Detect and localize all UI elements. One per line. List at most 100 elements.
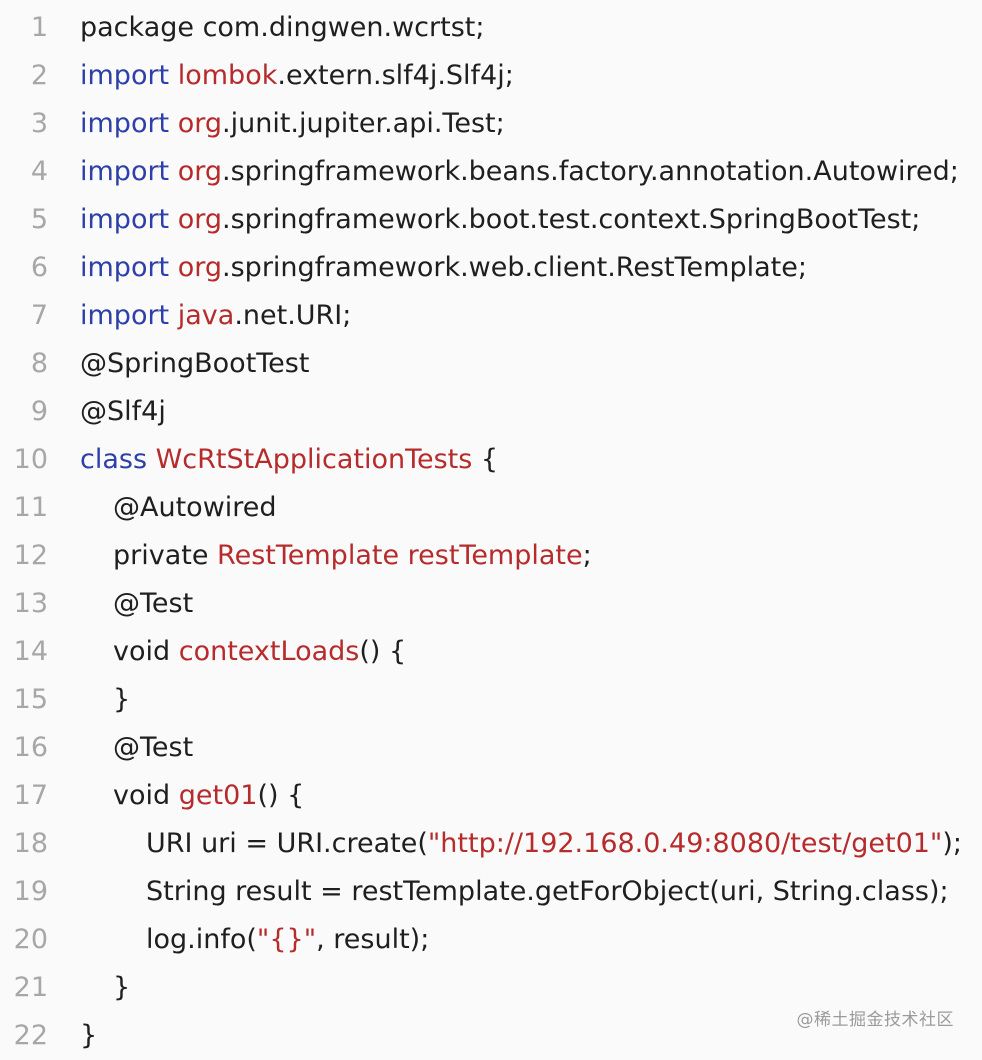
- code-line: 11 @Autowired: [0, 484, 982, 532]
- keyword-token: class: [80, 444, 156, 475]
- identifier-token: org: [177, 252, 223, 283]
- watermark: @稀土掘金技术社区: [796, 1010, 954, 1030]
- code-text: private RestTemplate restTemplate;: [80, 532, 982, 580]
- code-token: @SpringBootTest: [80, 348, 310, 379]
- code-text: URI uri = URI.create("http://192.168.0.4…: [80, 820, 982, 868]
- code-text: }: [80, 964, 982, 1012]
- identifier-token: contextLoads: [178, 636, 360, 667]
- line-number: 20: [13, 924, 48, 955]
- line-number: 16: [13, 732, 48, 763]
- identifier-token: java: [177, 300, 235, 331]
- code-text: @Test: [80, 724, 982, 772]
- line-number: 10: [13, 444, 48, 475]
- code-text: void contextLoads() {: [80, 628, 982, 676]
- code-token: .springframework.boot.test.context.Sprin…: [222, 204, 921, 235]
- identifier-token: get01: [178, 780, 258, 811]
- code-line: 1 package com.dingwen.wcrtst;: [0, 4, 982, 52]
- code-line: 9 @Slf4j: [0, 388, 982, 436]
- code-token: .net.URI;: [234, 300, 352, 331]
- code-token: }: [113, 972, 131, 1003]
- identifier-token: RestTemplate restTemplate: [217, 540, 583, 571]
- code-line: 15}: [0, 676, 982, 724]
- line-number: 15: [13, 684, 48, 715]
- code-token: @Autowired: [113, 492, 277, 523]
- identifier-token: "http://192.168.0.49:8080/test/get01": [427, 828, 943, 859]
- code-line: 21}: [0, 964, 982, 1012]
- code-token: void: [113, 636, 179, 667]
- line-number: 5: [30, 204, 48, 235]
- code-line: 8 @SpringBootTest: [0, 340, 982, 388]
- line-number: 13: [13, 588, 48, 619]
- keyword-token: import: [80, 156, 178, 187]
- code-text: @Test: [80, 580, 982, 628]
- code-line: 20 log.info("{}", result);: [0, 916, 982, 964]
- code-line: 4 import org.springframework.beans.factor…: [0, 148, 982, 196]
- code-text: import org.springframework.web.client.Re…: [80, 244, 982, 292]
- identifier-token: lombok: [177, 60, 278, 91]
- line-number: 19: [13, 876, 48, 907]
- code-token: {: [472, 444, 499, 475]
- identifier-token: WcRtStApplicationTests: [155, 444, 473, 475]
- code-text: @Slf4j: [80, 388, 982, 436]
- code-text: @Autowired: [80, 484, 982, 532]
- code-line: 10 class WcRtStApplicationTests {: [0, 436, 982, 484]
- code-token: URI uri = URI.create(: [146, 828, 428, 859]
- code-token: .extern.slf4j.Slf4j;: [277, 60, 514, 91]
- line-number: 2: [30, 60, 48, 91]
- code-token: log.info(: [146, 924, 257, 955]
- line-number: 1: [30, 12, 48, 43]
- line-number: 12: [13, 540, 48, 571]
- code-text: }: [80, 1012, 982, 1060]
- line-number: 17: [13, 780, 48, 811]
- code-text: @SpringBootTest: [80, 340, 982, 388]
- keyword-token: import: [80, 300, 178, 331]
- code-token: () {: [359, 636, 407, 667]
- line-number: 22: [13, 1020, 48, 1051]
- code-token: ;: [582, 540, 592, 571]
- code-line: 3 import org.junit.jupiter.api.Test;: [0, 100, 982, 148]
- line-number: 18: [13, 828, 48, 859]
- code-editor: 1 package com.dingwen.wcrtst; 2 import lomb…: [0, 4, 982, 1060]
- code-line: 22}: [0, 1012, 982, 1060]
- identifier-token: org: [177, 108, 223, 139]
- code-line: 2 import lombok.extern.slf4j.Slf4j;: [0, 52, 982, 100]
- line-number: 8: [30, 348, 48, 379]
- code-text: String result = restTemplate.getForObjec…: [80, 868, 982, 916]
- line-number: 4: [30, 156, 48, 187]
- code-token: .junit.jupiter.api.Test;: [222, 108, 505, 139]
- line-number: 11: [13, 492, 48, 523]
- line-number: 9: [30, 396, 48, 427]
- code-text: import lombok.extern.slf4j.Slf4j;: [80, 52, 982, 100]
- identifier-token: org: [177, 204, 223, 235]
- code-token: );: [942, 828, 962, 859]
- line-number: 21: [13, 972, 48, 1003]
- code-token: @Slf4j: [80, 396, 166, 427]
- code-text: package com.dingwen.wcrtst;: [80, 4, 982, 52]
- code-line: 12 private RestTemplate restTemplate;: [0, 532, 982, 580]
- code-text: import org.junit.jupiter.api.Test;: [80, 100, 982, 148]
- code-line: 13 @Test: [0, 580, 982, 628]
- identifier-token: org: [177, 156, 223, 187]
- code-text: import org.springframework.beans.factory…: [80, 148, 982, 196]
- code-token: .springframework.beans.factory.annotatio…: [222, 156, 959, 187]
- code-text: log.info("{}", result);: [80, 916, 982, 964]
- identifier-token: "{}": [256, 924, 317, 955]
- code-token: .springframework.web.client.RestTemplate…: [222, 252, 807, 283]
- code-text: }: [80, 676, 982, 724]
- keyword-token: import: [80, 108, 178, 139]
- code-line: 16 @Test: [0, 724, 982, 772]
- code-token: , result);: [316, 924, 430, 955]
- code-text: import org.springframework.boot.test.con…: [80, 196, 982, 244]
- code-line: 19 String result = restTemplate.getForObj…: [0, 868, 982, 916]
- keyword-token: import: [80, 60, 178, 91]
- code-token: @Test: [113, 588, 194, 619]
- code-token: @Test: [113, 732, 194, 763]
- code-token: }: [80, 1020, 98, 1051]
- code-line: 5 import org.springframework.boot.test.co…: [0, 196, 982, 244]
- line-number: 3: [30, 108, 48, 139]
- code-line: 18 URI uri = URI.create("http://192.168.0…: [0, 820, 982, 868]
